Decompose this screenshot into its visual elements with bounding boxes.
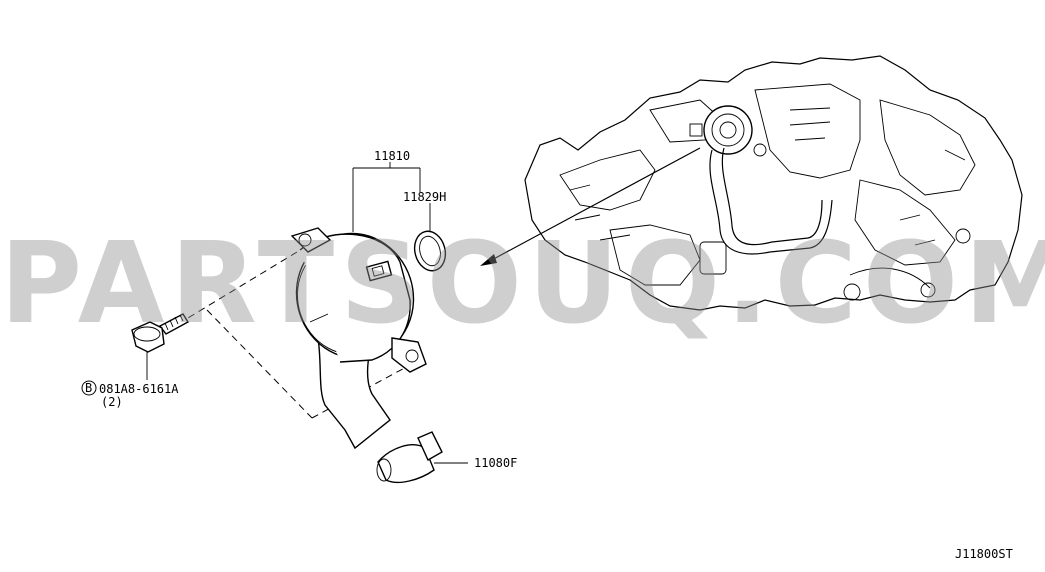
bolt-quantity: (2) — [101, 395, 123, 409]
diagram-code: J11800ST — [955, 547, 1013, 561]
valve-11810 — [290, 227, 427, 450]
engine-block — [524, 55, 1023, 311]
direction-arrow — [480, 147, 701, 266]
label-11080F: 11080F — [474, 456, 517, 470]
leader-lines — [146, 162, 468, 464]
label-bolt: B 081A8-6161A (2) — [81, 380, 179, 409]
circle-symbol: B — [85, 381, 92, 395]
clamp-11080F — [376, 431, 443, 484]
o-ring-11829H — [413, 230, 447, 272]
bolt-081A8-6161A — [131, 313, 189, 353]
bolt-part-number: 081A8-6161A — [99, 382, 179, 396]
label-11829H: 11829H — [403, 190, 446, 204]
label-11810: 11810 — [374, 149, 410, 163]
